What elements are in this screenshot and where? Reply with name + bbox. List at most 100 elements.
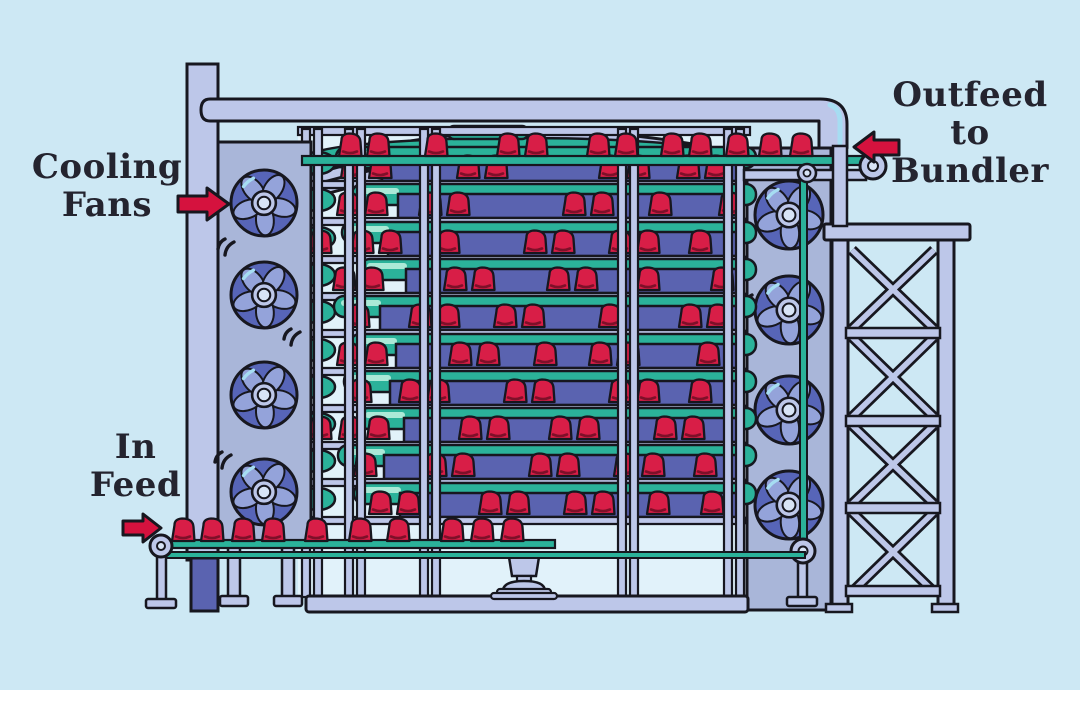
product [788, 132, 814, 158]
top-beam [199, 97, 849, 150]
product [423, 132, 449, 158]
in-feed-arrow-icon [121, 512, 163, 544]
product [260, 517, 286, 543]
product [640, 452, 666, 478]
outfeed-conveyor [300, 132, 888, 608]
product [687, 229, 713, 255]
product [699, 490, 725, 516]
product [470, 266, 496, 292]
spiral-tier [299, 481, 758, 526]
spiral-tier [299, 369, 758, 414]
product [445, 191, 471, 217]
truss-cross-member [844, 326, 942, 340]
motion-squiggle [282, 327, 302, 347]
product [495, 132, 521, 158]
outfeed-arrow-icon [852, 130, 901, 164]
product [687, 378, 713, 404]
product [527, 452, 553, 478]
cooling-fan [229, 168, 299, 238]
product [547, 415, 573, 441]
outfeed-support-post [831, 144, 849, 228]
product [530, 378, 556, 404]
frame-post [418, 127, 430, 599]
cooling-fan [229, 260, 299, 330]
product [377, 229, 403, 255]
product [230, 517, 256, 543]
product [363, 341, 389, 367]
product [337, 132, 363, 158]
product [757, 132, 783, 158]
spiral-tier [299, 406, 758, 451]
product [635, 378, 661, 404]
product [522, 229, 548, 255]
product [363, 191, 389, 217]
outfeed-belt [300, 154, 880, 167]
top-frame-bar [296, 125, 752, 137]
truss-cross-member [844, 501, 942, 515]
product [485, 415, 511, 441]
product [492, 303, 518, 329]
product [561, 191, 587, 217]
spiral-tier [299, 220, 758, 265]
truss-cross-member [844, 584, 942, 598]
product [395, 490, 421, 516]
product [652, 415, 678, 441]
truss-x-brace [848, 421, 938, 508]
outfeed-label-line1: Outfeed [892, 75, 1048, 115]
product [545, 266, 571, 292]
product [695, 341, 721, 367]
product [520, 303, 546, 329]
motion-squiggle [213, 450, 233, 470]
spiral-tier [299, 443, 758, 488]
left-fan-panel [213, 140, 313, 608]
product [555, 452, 581, 478]
product [523, 132, 549, 158]
product [365, 132, 391, 158]
frame-post [722, 127, 734, 599]
product [505, 490, 531, 516]
cooling-fan [229, 360, 299, 430]
product [170, 517, 196, 543]
spiral-tier [299, 294, 758, 339]
product [724, 132, 750, 158]
cooling-fan [753, 374, 825, 446]
frame-post [616, 127, 628, 599]
cooling-fan [753, 469, 825, 541]
product [442, 266, 468, 292]
product [385, 517, 411, 543]
product [367, 490, 393, 516]
in-feed-label-line1: In [114, 427, 157, 467]
truss-cross-member [844, 414, 942, 428]
tier-belt-highlight [361, 487, 401, 493]
product [450, 452, 476, 478]
product [635, 229, 661, 255]
infeed-pulley-foot [144, 597, 178, 610]
product [499, 517, 525, 543]
product [645, 490, 671, 516]
motion-squiggle [216, 237, 236, 257]
center-pedestal [489, 555, 559, 601]
product [585, 132, 611, 158]
frame-post [430, 127, 442, 599]
cooling-fan [753, 274, 825, 346]
truss-x-brace [848, 246, 938, 333]
spiral-tier [299, 332, 758, 377]
spiral-tier [299, 257, 758, 302]
product [469, 517, 495, 543]
product [397, 378, 423, 404]
product [575, 415, 601, 441]
product [692, 452, 718, 478]
product [303, 517, 329, 543]
truss-foot [930, 602, 960, 614]
cooling-fan [753, 179, 825, 251]
product [590, 490, 616, 516]
outfeed-return-line [799, 177, 808, 547]
product [475, 341, 501, 367]
product [659, 132, 685, 158]
beam-highlight [827, 102, 843, 146]
product [532, 341, 558, 367]
product [647, 191, 673, 217]
product [680, 415, 706, 441]
tier-face-band [394, 342, 740, 370]
